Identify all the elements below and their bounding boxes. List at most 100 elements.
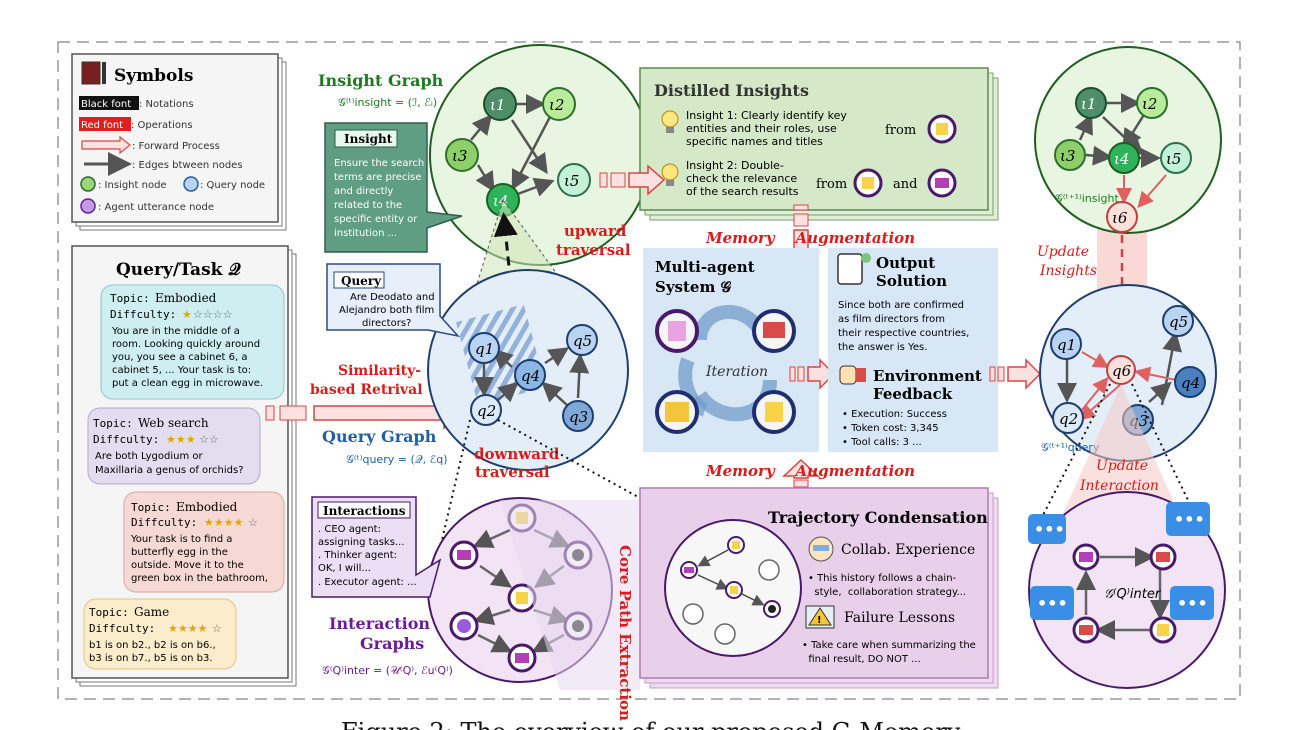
feedback-to-update-arrow [989,358,1042,390]
core-path-label: Core Path Extraction [616,545,634,721]
svg-text:q5: q5 [1169,313,1188,331]
agent-node-icon [80,198,96,214]
agent-avatar-icon [927,168,957,198]
legend-red-font-swatch: Red font [81,120,123,131]
agent-node [1072,543,1100,571]
from-label: from [816,177,847,192]
insight-callout-line: terms are precise [334,172,422,183]
mas-to-feedback-arrow [789,358,836,390]
agent-node [1072,616,1100,644]
agent-avatar-icon [752,309,796,353]
empty-node [682,559,780,645]
output-title-1: Output [876,254,935,272]
insight-node-icon [80,176,96,192]
query-edges [474,347,590,406]
mas-title-2: System 𝒢 [655,278,732,296]
svg-text:q4: q4 [521,367,540,385]
output-line: as film directors from [838,314,945,325]
distilled-title: Distilled Insights [654,81,809,100]
insight-node: ι5 [1160,142,1192,174]
task-card: Topic: Embodied Diffculty: ★☆☆☆☆ You are… [100,284,285,400]
update-insights-2: Insights [1039,263,1097,279]
card-topic-label: Topic: [131,501,171,514]
forward-arrow-icon [81,135,131,155]
svg-text:ι6: ι6 [1112,209,1128,227]
card-topic: Embodied [176,500,238,514]
legend-operations: : Operations [131,120,193,131]
task-card: Topic: Embodied Diffculty: ★★★★☆ Your ta… [123,491,285,593]
feedback-title-2: Feedback [873,385,953,403]
difficulty-stars: ★☆☆☆☆ [182,308,233,321]
svg-text:ι1: ι1 [1081,95,1096,113]
figure-caption: Figure 2: The overview of our proposed G… [341,718,961,730]
insight-callout-line: institution ... [334,228,397,239]
svg-text:☆: ☆ [212,622,222,635]
query-graph-formula: 𝒢⁽ᵗ⁾query = (𝒬, ℰq) [346,453,448,466]
collab-line: style, collaboration strategy... [808,587,966,598]
interactions-callout: Interactions . CEO agent: assigning task… [311,496,442,598]
legend-black-font-swatch: Black font [81,99,131,110]
and-label: and [893,177,917,192]
legend-insight-node: : Insight node [98,180,167,191]
symbols-legend: Symbols Black font : Notations Red font … [71,53,287,231]
query-graph-title: Query Graph [322,427,437,446]
insight-node: ι3 [445,138,479,172]
agent-avatar-icon [927,114,957,144]
card-topic-label: Topic: [110,292,150,305]
collab-line: • This history follows a chain- [808,573,957,584]
similarity-label-1: Similarity- [338,363,421,379]
legend-notations: : Notations [139,99,194,110]
insight-to-distilled-arrow [599,164,666,196]
difficulty-stars: ★★★☆☆ [166,433,219,446]
svg-text:q1: q1 [1057,336,1076,354]
update-interaction-2: Interaction [1079,478,1159,494]
query-callout-line: Alejandro both film [339,305,434,316]
query-node: q1 [1050,328,1082,360]
downward-label-2: traversal [475,463,550,481]
upward-label-1: upward [564,222,627,240]
interaction-formula: 𝒢⁽Q⁾inter = (𝒰⁽Q⁾, ℰu⁽Q⁾) [322,664,453,677]
agent-avatar-icon [853,168,883,198]
card-difficulty-label: Diffculty: [131,516,197,529]
insight-node: ι2 [1136,87,1168,119]
card-topic: Web search [138,416,209,430]
svg-text:•••: ••• [1174,510,1205,529]
svg-text:★★★★: ★★★★ [168,622,208,635]
feedback-item: • Token cost: 3,345 [842,423,939,434]
card-line: butterfly egg in the [131,547,228,558]
svg-text:q2: q2 [1059,410,1078,428]
svg-text:★★★: ★★★ [166,433,196,446]
distilled-insights-panel: Distilled Insights Insight 1: Clearly id… [639,67,999,221]
interaction-title-1: Interaction [329,614,430,633]
svg-text:ι2: ι2 [549,96,564,114]
svg-text:ι2: ι2 [1142,95,1157,113]
interactions-callout-title: Interactions [323,504,406,518]
feedback-title-1: Environment [873,367,982,385]
insight-node: ι1 [1075,87,1107,119]
query-task-panel: Query/Task 𝒬 Topic: Embodied Diffculty: … [71,245,297,687]
downward-label-1: downward [474,445,560,463]
insight-node: ι3 [1054,139,1086,171]
interaction-title-2: Graphs [360,634,424,653]
svg-text:q5: q5 [573,332,592,350]
insight-node: ι4 [1108,142,1140,174]
query-node: q1 [468,332,500,364]
insight1-line: Insight 1: Clearly identify key [686,109,847,122]
mas-title-1: Multi-agent [655,258,755,276]
card-line: b1 is on b2., b2 is on b6., [89,640,216,651]
svg-text:★: ★ [182,308,192,321]
feedback-item: • Tool calls: 3 ... [842,437,922,448]
failure-line: • Take care when summarizing the [802,640,976,651]
output-line: their respective countries, [838,328,969,339]
agent-node [680,561,698,579]
legend-edges: : Edges btween nodes [132,160,243,171]
insight1-line: entities and their roles, use [686,122,837,135]
clipboard-icon [837,253,871,285]
insight-graph-formula: 𝒢⁽ᵗ⁾insight = (ℐ, ℰᵢ) [338,96,437,109]
insight-callout-line: Ensure the search [334,158,424,169]
interactions-callout-line: . Thinker agent: [318,550,397,561]
svg-text:•••: ••• [1037,594,1068,613]
query-node: q2 [1052,402,1084,434]
downward-dotted-right [497,419,681,521]
svg-text:•••: ••• [1034,520,1065,539]
